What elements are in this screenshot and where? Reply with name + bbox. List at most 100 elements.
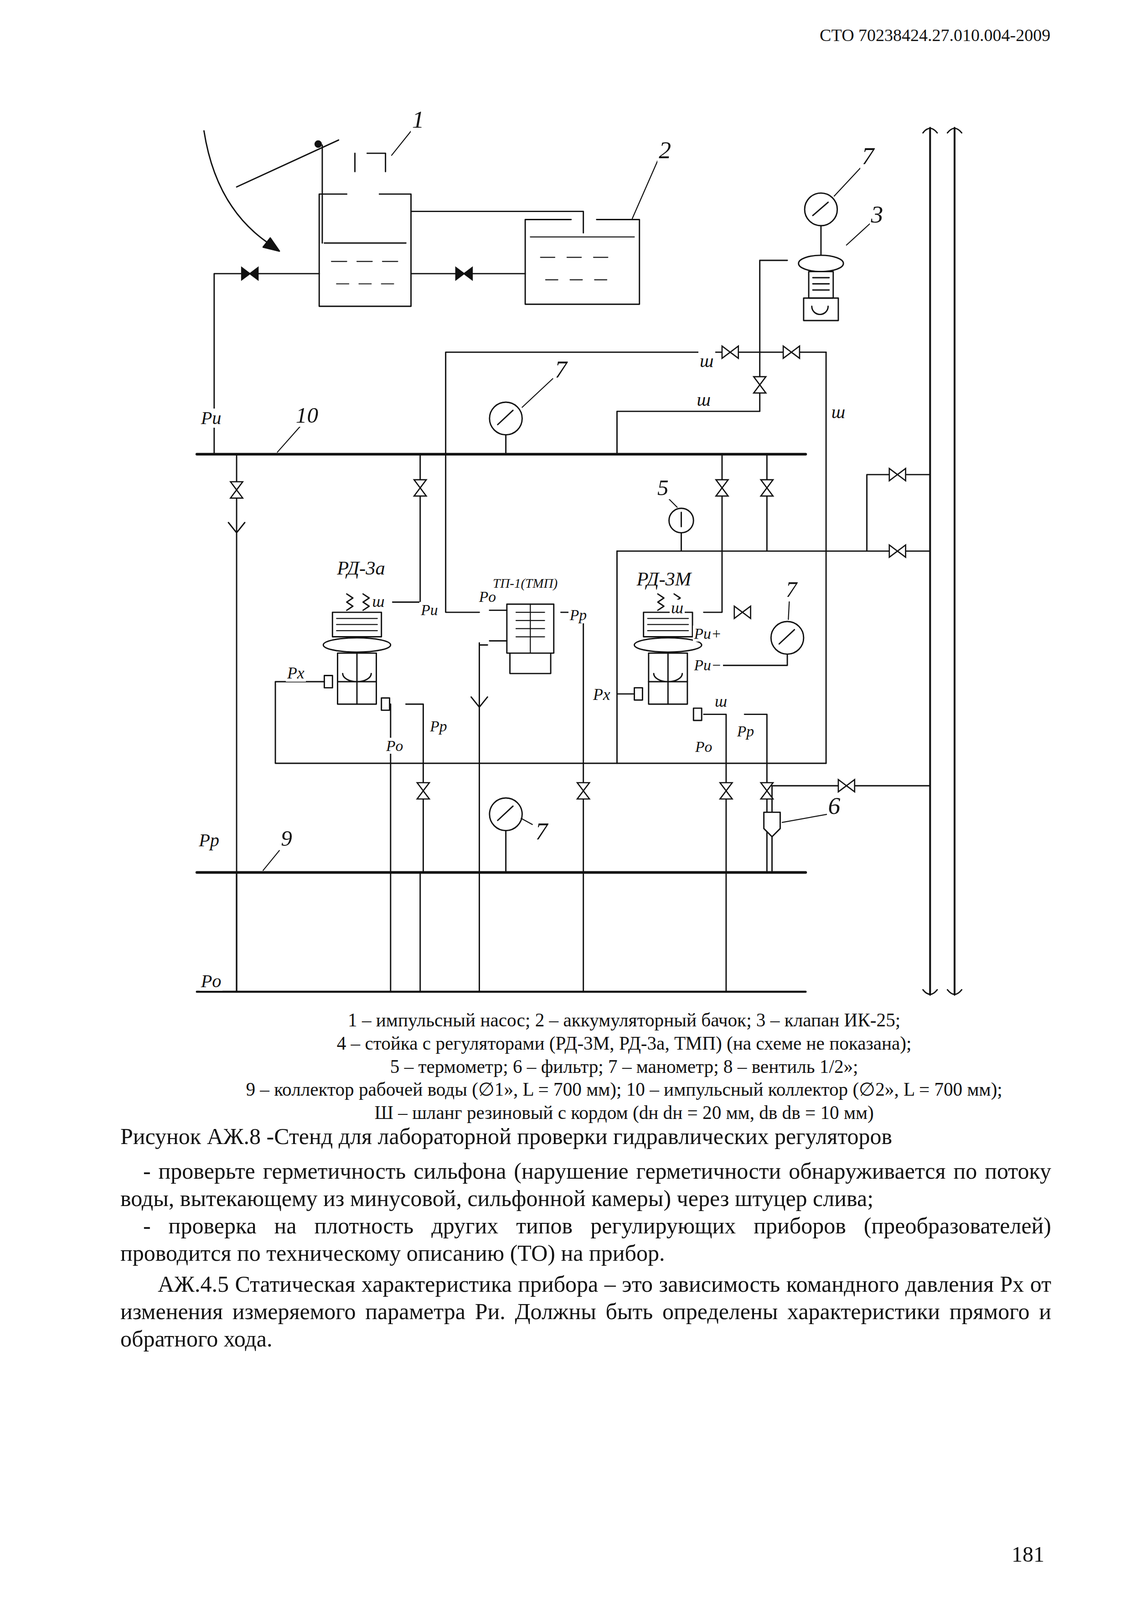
pipework	[808, 271, 834, 299]
pipework	[530, 237, 635, 280]
pipework	[319, 194, 411, 307]
callout-label: Pи	[199, 408, 223, 428]
text-flow: Рисунок АЖ.8 -Стенд для лабораторной про…	[120, 1122, 1052, 1353]
callout-label: 7	[534, 818, 550, 844]
valve-symbols	[722, 346, 739, 359]
callout-label: Pо	[693, 738, 714, 755]
legend-line: Ш – шланг резиновый с кордом (dн dн = 20…	[374, 1102, 874, 1123]
legend-line: 1 – импульсный насос; 2 – аккумуляторный…	[347, 1010, 901, 1030]
pipework	[497, 805, 514, 873]
callout-label: Pр	[568, 606, 589, 623]
pipework	[489, 402, 523, 435]
callout-label: 7	[860, 143, 876, 169]
pipework	[510, 652, 551, 674]
pipework	[203, 130, 272, 246]
pipework	[336, 618, 377, 631]
pipework	[445, 260, 827, 455]
pipework	[332, 612, 382, 637]
callout-label: 5	[655, 475, 671, 500]
callout-label: ш	[830, 402, 847, 422]
pipework	[772, 785, 931, 873]
pipework	[392, 454, 420, 602]
callout-label: Pр	[428, 717, 449, 734]
callout-label: 6	[826, 792, 842, 819]
pipework	[647, 618, 689, 631]
pipework	[214, 273, 526, 455]
pipework	[236, 139, 339, 187]
callout-label: 10	[294, 403, 320, 428]
callout-label: Pр	[735, 723, 756, 739]
callout-label: 7	[784, 577, 799, 602]
pipework	[445, 454, 488, 992]
pipework	[616, 692, 635, 695]
valve-symbols	[577, 782, 590, 799]
callout-label: Pх	[285, 664, 306, 682]
pipework	[489, 797, 523, 831]
valve-symbols	[753, 376, 766, 393]
pipework	[497, 410, 514, 455]
valve-symbols	[715, 479, 729, 496]
pipework	[634, 637, 703, 652]
pipework	[236, 872, 421, 992]
valve-symbols	[734, 605, 751, 619]
callout-label: Pи−	[692, 656, 724, 673]
pipework	[929, 127, 955, 995]
pipework	[263, 237, 280, 252]
pipework	[337, 652, 377, 704]
callout-label: ш	[669, 599, 685, 617]
valve-symbols	[783, 346, 800, 359]
callout-label: 3	[869, 201, 885, 228]
valve-symbols	[719, 782, 733, 799]
callout-label: РД-3а	[335, 557, 387, 579]
callout-label: 1	[410, 106, 426, 133]
pipework	[764, 811, 781, 837]
callout-label: ш	[713, 692, 729, 711]
valve-symbols	[889, 468, 906, 481]
callout-label: РД-3М	[635, 568, 693, 590]
pipework	[703, 714, 768, 992]
pipework	[616, 351, 930, 764]
legend-line: 4 – стойка с регуляторами (РД-3М, РД-3а,…	[336, 1033, 912, 1054]
body-paragraph: - проверка на плотность других типов рег…	[120, 1211, 1052, 1267]
callout-label: ш	[695, 390, 712, 410]
callout-label: Pр	[197, 830, 221, 850]
valve-symbols	[230, 267, 906, 800]
pipework	[346, 593, 370, 611]
pipework	[770, 621, 804, 655]
valve-symbols	[241, 267, 259, 280]
callout-label: 7	[553, 356, 569, 383]
pipework	[525, 219, 640, 305]
figure-caption: Рисунок АЖ.8 -Стенд для лабораторной про…	[120, 1122, 1052, 1150]
valve-symbols	[455, 267, 473, 280]
pipework	[779, 629, 795, 644]
pipework	[803, 298, 839, 321]
valve-symbols	[413, 479, 427, 496]
pipework	[196, 454, 806, 873]
callout-label: 2	[657, 137, 673, 163]
pipework	[560, 551, 617, 992]
pipework	[643, 612, 693, 637]
callout-label: Pи	[419, 601, 439, 618]
pipework	[516, 604, 545, 653]
pipework	[411, 211, 584, 233]
pipework	[331, 261, 398, 284]
callout-label: Pо	[384, 737, 405, 754]
pipework	[923, 128, 962, 994]
pipework	[263, 129, 870, 871]
callout-label: Pх	[591, 686, 612, 704]
pipework	[648, 652, 688, 704]
pipework	[506, 604, 554, 653]
page-header: СТО 70238424.27.010.004-2009	[819, 26, 1051, 45]
pipework	[315, 140, 321, 147]
pipework	[634, 687, 703, 721]
pipework	[680, 512, 682, 552]
callout-label: ш	[698, 351, 715, 371]
pipework	[703, 454, 768, 613]
pipework	[812, 202, 829, 256]
pipework	[196, 127, 962, 995]
legend-line: 9 – коллектор рабочей воды (∅1», L = 700…	[245, 1079, 1002, 1100]
pipework	[804, 192, 838, 226]
pipework	[324, 242, 406, 244]
valve-symbols	[417, 782, 430, 799]
